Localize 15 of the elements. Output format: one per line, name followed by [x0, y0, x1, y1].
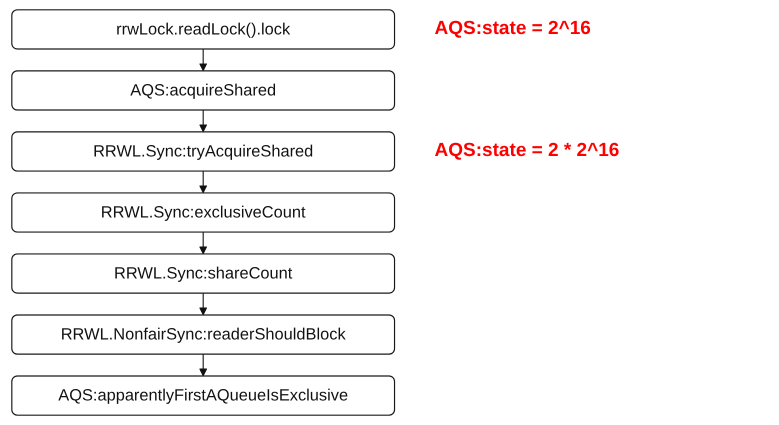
node-box: AQS:apparentlyFirstAQueueIsExclusive: [11, 375, 396, 416]
arrow: [199, 49, 208, 72]
arrow: [199, 171, 208, 194]
arrow: [199, 293, 208, 316]
node-box: rrwLock.readLock().lock: [11, 9, 396, 50]
node-box: RRWL.Sync:tryAcquireShared: [11, 131, 396, 172]
node-box: RRWL.NonfairSync:readerShouldBlock: [11, 314, 396, 355]
node-box: RRWL.Sync:shareCount: [11, 253, 396, 294]
node-box: RRWL.Sync:exclusiveCount: [11, 192, 396, 233]
node-box: AQS:acquireShared: [11, 70, 396, 111]
arrow: [199, 110, 208, 132]
arrow: [199, 354, 208, 376]
state-note: AQS:state = 2 * 2^16: [434, 140, 620, 163]
state-note: AQS:state = 2^16: [434, 18, 591, 41]
arrow: [199, 232, 208, 254]
